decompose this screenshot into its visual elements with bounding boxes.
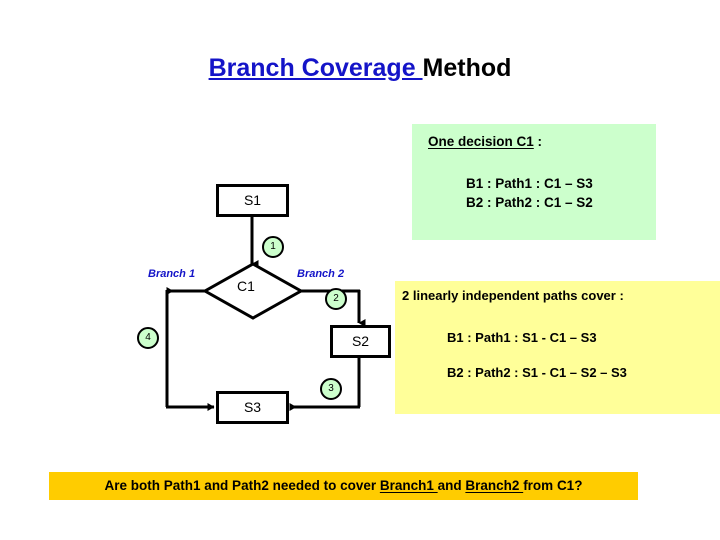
flow-node-s2[interactable]: S2	[330, 325, 391, 358]
branch2-label: Branch 2	[297, 268, 345, 280]
yellow-callout-lines: B1 : Path1 : S1 - C1 – S3 B2 : Path2 : S…	[447, 330, 627, 380]
edge-marker-3: 3	[320, 378, 342, 400]
green-callout-line-1: B1 : Path1 : C1 – S3	[466, 176, 593, 191]
decision-diamond-c1	[201, 262, 305, 320]
flow-node-c1-label: C1	[237, 278, 255, 294]
yellow-callout-heading: 2 linearly independent paths cover :	[402, 288, 624, 303]
yellow-callout-line-2: B2 : Path2 : S1 - C1 – S2 – S3	[447, 365, 627, 380]
banner-suffix: from C1?	[523, 478, 583, 493]
banner-link-branch2[interactable]: Branch2	[465, 478, 524, 493]
page-title-highlight: Branch Coverage	[208, 54, 423, 82]
green-callout-heading-suffix: :	[533, 134, 543, 149]
question-banner-text: Are both Path1 and Path2 needed to cover…	[49, 472, 638, 500]
yellow-callout-box: 2 linearly independent paths cover : B1 …	[395, 281, 720, 414]
branch1-label: Branch 1	[148, 268, 196, 280]
flow-node-s3-label: S3	[243, 399, 262, 415]
flow-node-s3[interactable]: S3	[216, 391, 289, 424]
question-banner: Are both Path1 and Path2 needed to cover…	[49, 472, 638, 500]
edge-marker-1: 1	[262, 236, 284, 258]
green-callout-box: One decision C1 : B1 : Path1 : C1 – S3 B…	[412, 124, 656, 240]
yellow-callout-line-1: B1 : Path1 : S1 - C1 – S3	[447, 330, 597, 345]
edge-marker-2: 2	[325, 288, 347, 310]
banner-mid: and	[437, 478, 466, 493]
green-callout-heading-underlined: One decision C1	[428, 134, 534, 149]
flow-node-s2-label: S2	[351, 333, 370, 349]
flow-node-s1-label: S1	[243, 192, 262, 208]
flow-node-s1[interactable]: S1	[216, 184, 289, 217]
green-callout-heading: One decision C1 :	[428, 134, 542, 149]
banner-link-branch1[interactable]: Branch1	[379, 478, 438, 493]
page-title: Branch Coverage Method	[0, 54, 720, 83]
page-title-rest: Method	[422, 54, 512, 82]
green-callout-line-2: B2 : Path2 : C1 – S2	[466, 195, 593, 210]
green-callout-lines: B1 : Path1 : C1 – S3 B2 : Path2 : C1 – S…	[466, 174, 593, 212]
edge-marker-4: 4	[137, 327, 159, 349]
banner-prefix: Are both Path1 and Path2 needed to cover	[104, 478, 380, 493]
